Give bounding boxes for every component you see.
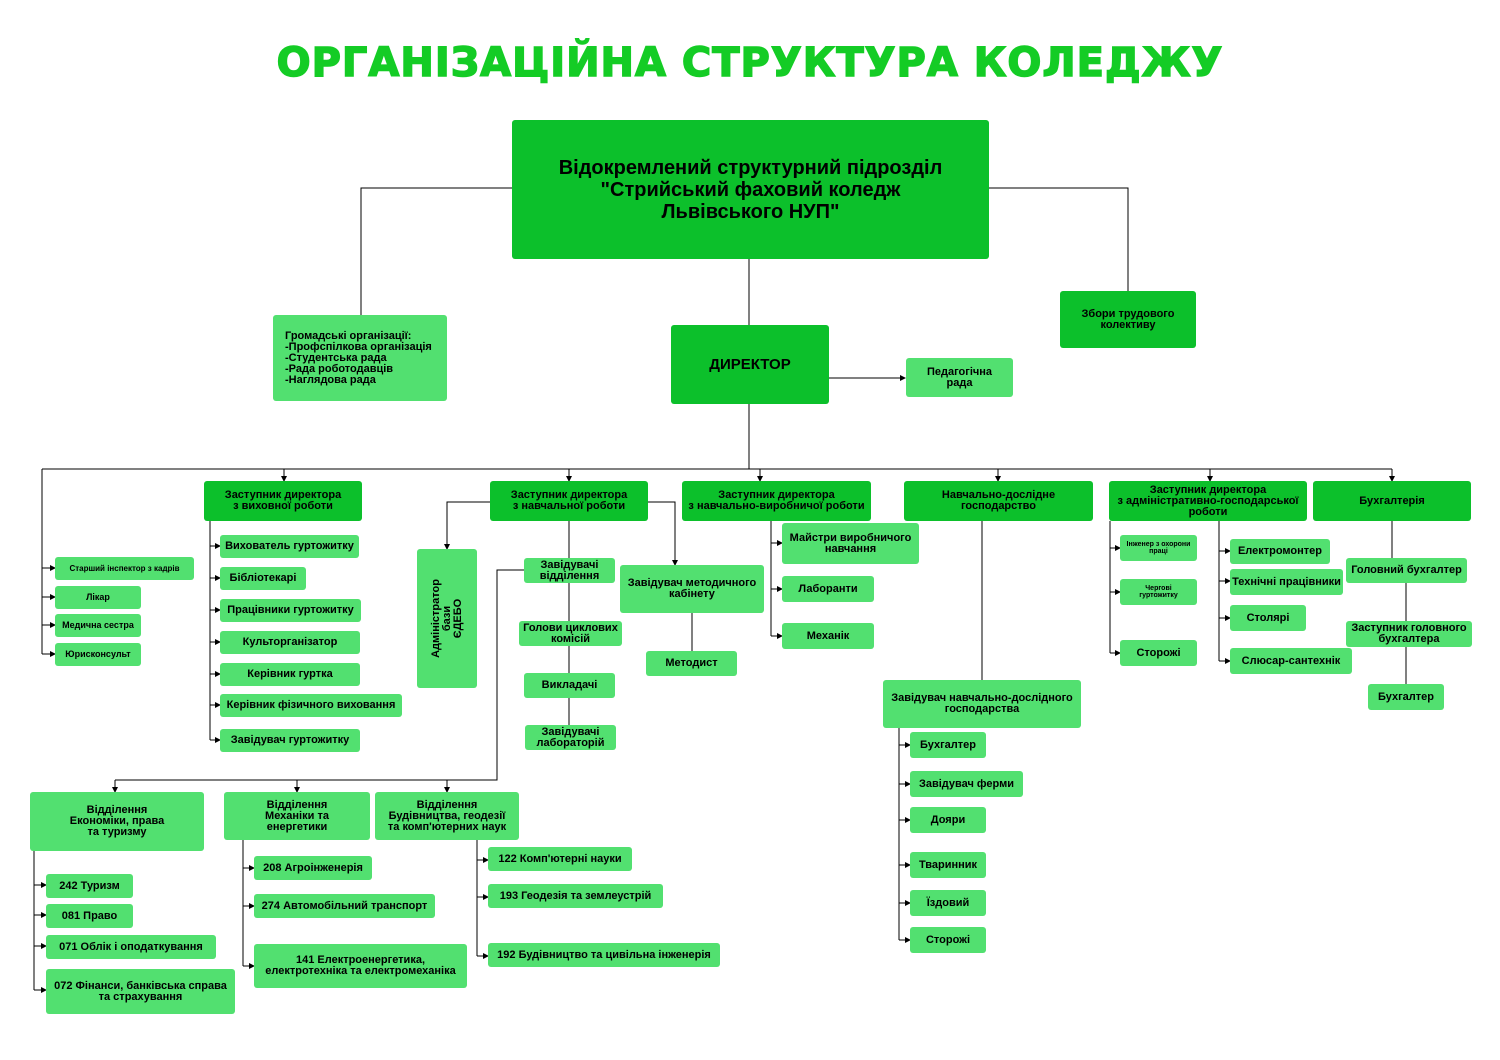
edu-item: Бібліотекарі <box>220 567 306 590</box>
labor-assembly-box: Збори трудового колективу <box>1060 291 1196 348</box>
farm-item: Їздовий <box>910 890 986 916</box>
edu-item: Працівники гуртожитку <box>220 599 361 622</box>
farm-item: Сторожі <box>910 927 986 953</box>
farm-item: Бухгалтер <box>910 732 986 758</box>
training-farm-box: Навчально-дослідне господарство <box>904 481 1093 521</box>
acc-item: Бухгалтер <box>1368 684 1444 710</box>
econ-specialty: 072 Фінанси, банківська справа та страху… <box>46 969 235 1014</box>
senior-hr-inspector-box: Старший інспектор з кадрів <box>55 557 194 580</box>
mech-specialty: 208 Агроінженерія <box>254 856 372 880</box>
farm-head-box: Завідувач навчально-дослідного господарс… <box>883 680 1081 728</box>
econ-specialty: 081 Право <box>46 904 133 928</box>
deputy-educational-work-box: Заступник директора з виховної роботи <box>204 481 362 521</box>
division-economics-box: Відділення Економіки, права та туризму <box>30 792 204 851</box>
deputy-production-box: Заступник директора з навчально-виробнич… <box>682 481 871 521</box>
college-unit-box: Відокремлений структурний підрозділ "Стр… <box>512 120 989 259</box>
page-title: ОРГАНІЗАЦІЙНА СТРУКТУРА КОЛЕДЖУ <box>276 39 1224 87</box>
accounting-box: Бухгалтерія <box>1313 481 1471 521</box>
nurse-box: Медична сестра <box>55 614 141 637</box>
acc-item: Головний бухгалтер <box>1346 558 1467 583</box>
mech-specialty: 141 Електроенергетика, електротехніка та… <box>254 944 467 988</box>
build-specialty: 192 Будівництво та цивільна інженерія <box>488 943 720 967</box>
division-mechanics-box: Відділення Механіки та енергетики <box>224 792 370 840</box>
admin-left-item: Інженер з охорони праці <box>1120 535 1197 561</box>
prod-item: Лаборанти <box>782 576 874 602</box>
methodist-box: Методист <box>646 651 737 676</box>
prod-item: Механік <box>782 623 874 649</box>
build-specialty: 122 Комп'ютерні науки <box>488 847 632 871</box>
deputy-admin-box: Заступник директора з адміністративно-го… <box>1109 481 1307 521</box>
edu-item: Керівник гуртка <box>220 663 360 686</box>
deputy-teaching-box: Заступник директора з навчальної роботи <box>490 481 648 521</box>
admin-right-item: Електромонтер <box>1230 539 1330 564</box>
farm-item: Тваринник <box>910 852 986 878</box>
econ-specialty: 242 Туризм <box>46 874 133 898</box>
director-box: ДИРЕКТОР <box>671 325 829 404</box>
edu-item: Керівник фізичного виховання <box>220 694 402 717</box>
edebo-admin-label: Адміністратор бази ЄДЕБО <box>429 579 464 658</box>
heads-of-departments-box: Завідувачі відділення <box>524 558 615 583</box>
edu-item: Вихователь гуртожитку <box>220 535 359 558</box>
lab-heads-box: Завідувачі лабораторій <box>525 725 616 750</box>
acc-item: Заступник головного бухгалтера <box>1346 621 1472 647</box>
admin-right-item: Технічні працівники <box>1230 569 1343 595</box>
admin-left-item: Сторожі <box>1120 640 1197 666</box>
admin-right-item: Слюсар-сантехнік <box>1230 648 1352 674</box>
division-construction-box: Відділення Будівництва, геодезії та комп… <box>375 792 519 840</box>
edu-item: Завідувач гуртожитку <box>220 729 360 752</box>
edu-item: Культорганізатор <box>220 631 360 654</box>
admin-left-item: Чергові гуртожитку <box>1120 579 1197 605</box>
lecturers-box: Викладачі <box>524 673 615 698</box>
farm-item: Завідувач ферми <box>910 771 1023 797</box>
cycle-commission-heads-box: Голови циклових комісій <box>519 621 622 646</box>
doctor-box: Лікар <box>55 586 141 609</box>
econ-specialty: 071 Облік і оподаткування <box>46 935 216 959</box>
edebo-admin-box: Адміністратор бази ЄДЕБО <box>417 549 477 688</box>
mech-specialty: 274 Автомобільний транспорт <box>254 894 435 918</box>
method-cabinet-head-box: Завідувач методичного кабінету <box>620 565 764 613</box>
farm-item: Дояри <box>910 807 986 833</box>
public-organizations-box: Громадські організації: -Профспілкова ор… <box>273 315 447 401</box>
build-specialty: 193 Геодезія та землеустрій <box>488 884 663 908</box>
lawyer-box: Юрисконсульт <box>55 643 141 666</box>
admin-right-item: Столярі <box>1230 605 1306 631</box>
prod-item: Майстри виробничого навчання <box>782 523 919 564</box>
pedagogical-council-box: Педагогічна рада <box>906 358 1013 397</box>
